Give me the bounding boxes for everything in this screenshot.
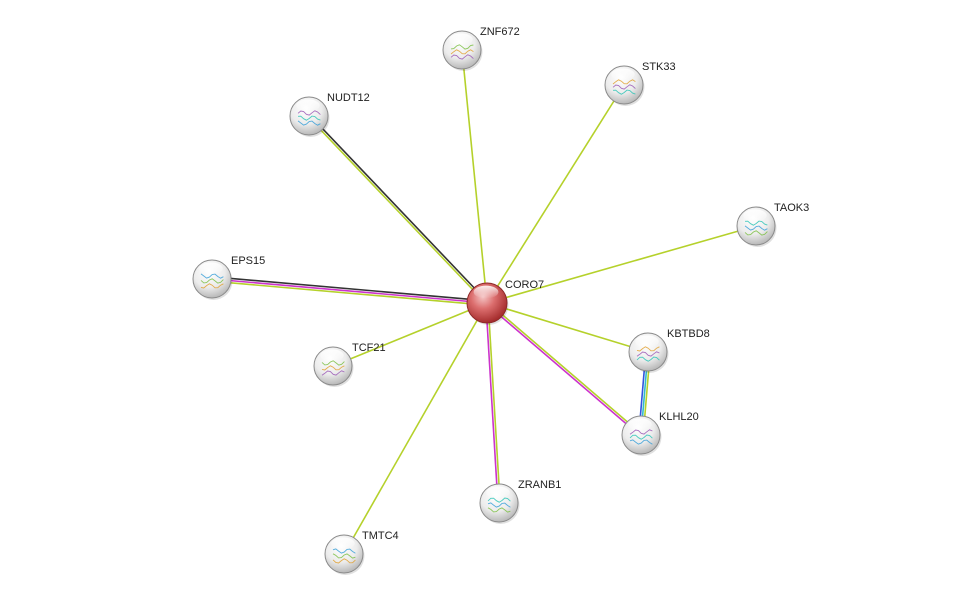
edge-evidence-line [212,276,488,302]
protein-structure-icon [629,429,653,445]
node-label: ZRANB1 [518,479,561,491]
node-gloss [473,285,499,299]
edge-evidence-line [211,278,488,304]
edge-evidence-line [461,49,488,304]
edge-coro7-eps15[interactable] [211,276,488,306]
node-gloss [628,418,652,431]
edge-evidence-line [332,302,488,367]
node-gloss [320,349,344,362]
node-znf672[interactable]: ZNF672 [442,26,520,71]
edges-layer [211,49,757,555]
node-taok3[interactable]: TAOK3 [736,202,809,247]
node-gloss [449,33,473,46]
edge-coro7-taok3[interactable] [486,225,757,304]
node-kbtbd8[interactable]: KBTBD8 [628,328,710,373]
edge-coro7-nudt12[interactable] [307,114,489,305]
node-klhl20[interactable]: KLHL20 [621,411,699,456]
protein-structure-icon [612,79,636,95]
node-label: TAOK3 [774,202,809,214]
node-nudt12[interactable]: NUDT12 [289,92,370,137]
node-label: TCF21 [352,342,386,354]
node-eps15[interactable]: EPS15 [192,255,265,300]
node-zranb1[interactable]: ZRANB1 [479,479,561,524]
node-tmtc4[interactable]: TMTC4 [324,530,399,575]
edge-coro7-zranb1[interactable] [485,302,501,504]
node-gloss [331,537,355,550]
protein-structure-icon [332,548,356,564]
edge-coro7-kbtbd8[interactable] [486,302,649,353]
edge-evidence-line [485,303,641,437]
node-gloss [199,262,223,275]
node-stk33[interactable]: STK33 [604,61,676,106]
node-label: EPS15 [231,255,265,267]
edge-evidence-line [343,302,488,555]
node-gloss [296,99,320,112]
protein-structure-icon [297,110,321,126]
edge-evidence-line [487,301,643,435]
node-label: STK33 [642,61,676,73]
edge-evidence-line [307,116,487,305]
node-gloss [611,68,635,81]
node-gloss [486,486,510,499]
edge-coro7-tmtc4[interactable] [343,302,488,555]
edge-coro7-znf672[interactable] [461,49,488,304]
edge-evidence-line [485,303,499,504]
node-tcf21[interactable]: TCF21 [313,342,386,387]
edge-evidence-line [309,114,489,303]
edge-evidence-line [487,302,501,503]
protein-structure-icon [744,220,768,236]
node-label: KLHL20 [659,411,699,423]
protein-structure-icon [636,346,660,362]
edge-evidence-line [486,302,649,353]
node-coro7[interactable]: CORO7 [466,279,544,325]
node-label: ZNF672 [480,26,520,38]
edge-evidence-line [486,84,625,304]
node-label: CORO7 [505,279,544,291]
node-gloss [743,209,767,222]
node-label: KBTBD8 [667,328,710,340]
edge-coro7-tcf21[interactable] [332,302,488,367]
protein-structure-icon [487,497,511,513]
edge-evidence-line [486,225,757,304]
edge-coro7-stk33[interactable] [486,84,625,304]
node-label: TMTC4 [362,530,399,542]
edge-coro7-klhl20[interactable] [485,301,643,437]
node-label: NUDT12 [327,92,370,104]
edge-evidence-line [211,280,487,306]
protein-structure-icon [450,44,474,60]
node-gloss [635,335,659,348]
